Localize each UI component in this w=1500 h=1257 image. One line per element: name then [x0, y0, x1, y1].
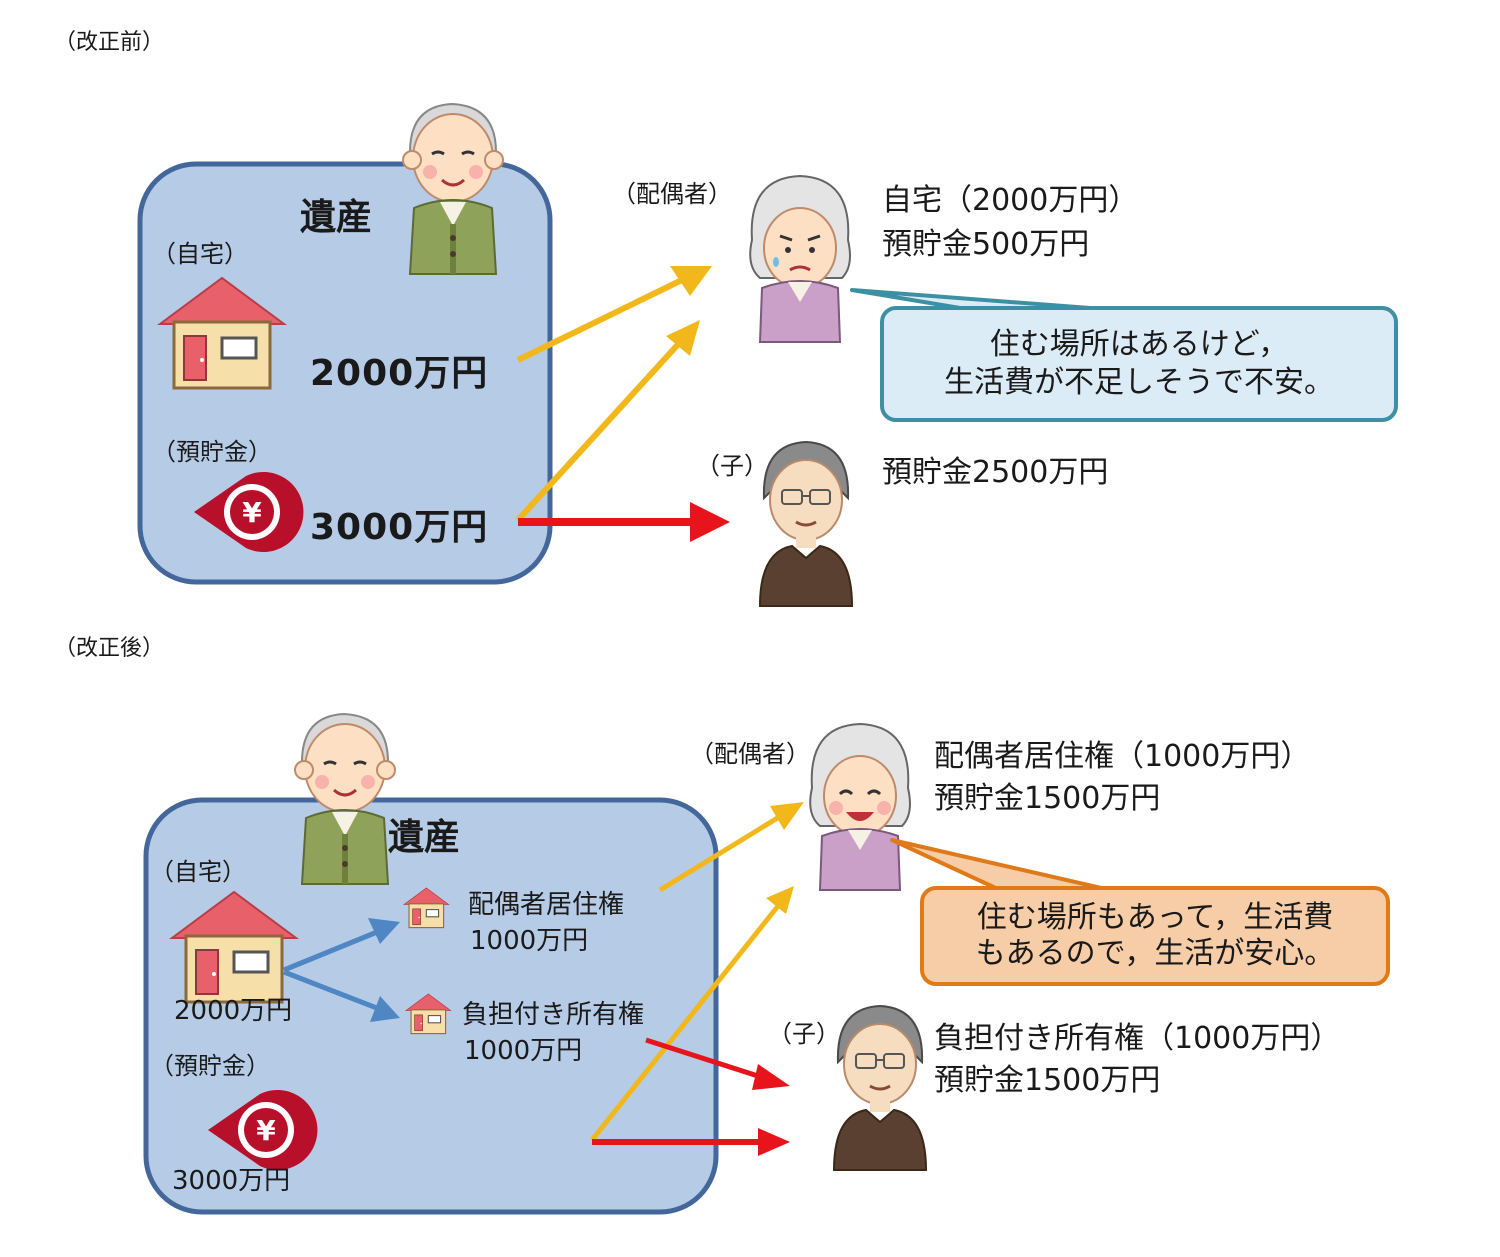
savings-label-before: （預貯金） — [152, 438, 272, 466]
arrow-savings-to-spouse-before — [515, 320, 700, 523]
arrow-home-to-residence-right — [283, 918, 400, 973]
estate-title-after: 遺産 — [388, 817, 461, 858]
arrow-home-to-burdened-ownership — [283, 969, 400, 1022]
worried-elderly-woman-icon — [748, 174, 852, 344]
child-label-after: （子） — [768, 1020, 840, 1048]
middle-aged-man-icon — [758, 440, 854, 608]
spouse-inheritance-line1-before: 自宅（2000万円） — [882, 183, 1139, 218]
arrow-savings-to-child-before — [518, 502, 730, 542]
home-value-before: 2000万円 — [310, 353, 489, 394]
savings-value-before: 3000万円 — [310, 507, 489, 548]
arrow-home-to-spouse-before — [516, 266, 712, 363]
arrow-residence-right-to-spouse — [658, 802, 804, 893]
home-label-after: （自宅） — [150, 858, 246, 886]
savings-value-after: 3000万円 — [172, 1166, 291, 1196]
spouse-comment-line2-before: 生活費が不足しそうで不安。 — [944, 365, 1334, 400]
child-inheritance-line2-after: 預貯金1500万円 — [934, 1063, 1161, 1098]
spouse-inheritance-line1-after: 配偶者居住権（1000万円） — [934, 739, 1311, 774]
child-inheritance-line1-before: 預貯金2500万円 — [882, 455, 1109, 490]
spouse-label-before: （配偶者） — [612, 180, 732, 208]
spouse-comment-line1-after: 住む場所もあって，生活費 — [976, 900, 1334, 935]
savings-label-after: （預貯金） — [150, 1052, 270, 1080]
child-label-before: （子） — [696, 452, 768, 480]
smiling-elderly-woman-icon — [808, 722, 912, 892]
speech-bubble-tail-after — [890, 838, 1112, 892]
section-label-before: （改正前） — [54, 30, 165, 55]
section-label-after: （改正後） — [54, 636, 165, 661]
arrow-burdened-ownership-to-child — [645, 1037, 790, 1090]
spouse-comment-line1-before: 住む場所はあるけど， — [989, 327, 1289, 362]
spouse-label-after: （配偶者） — [690, 740, 810, 768]
middle-aged-man-icon — [832, 1004, 928, 1172]
spouse-inheritance-line2-before: 預貯金500万円 — [882, 227, 1090, 262]
speech-bubble-before: 住む場所はあるけど， 生活費が不足しそうで不安。 — [880, 306, 1398, 422]
child-inheritance-line1-after: 負担付き所有権（1000万円） — [934, 1021, 1341, 1056]
home-value-after: 2000万円 — [174, 996, 293, 1026]
arrow-savings-to-spouse-after — [590, 886, 794, 1142]
burdened-ownership-value: 1000万円 — [464, 1036, 583, 1066]
home-label-before: （自宅） — [152, 240, 248, 268]
spouse-comment-line2-after: もあるので，生活が安心。 — [975, 936, 1335, 971]
burdened-ownership-label: 負担付き所有権 — [462, 1000, 645, 1030]
residence-right-label: 配偶者居住権 — [468, 890, 625, 920]
estate-title-before: 遺産 — [300, 197, 373, 238]
arrow-savings-to-child-after — [592, 1128, 790, 1156]
speech-bubble-after: 住む場所もあって，生活費 もあるので，生活が安心。 — [920, 886, 1390, 986]
residence-right-value: 1000万円 — [470, 926, 589, 956]
spouse-inheritance-line2-after: 預貯金1500万円 — [934, 781, 1161, 816]
